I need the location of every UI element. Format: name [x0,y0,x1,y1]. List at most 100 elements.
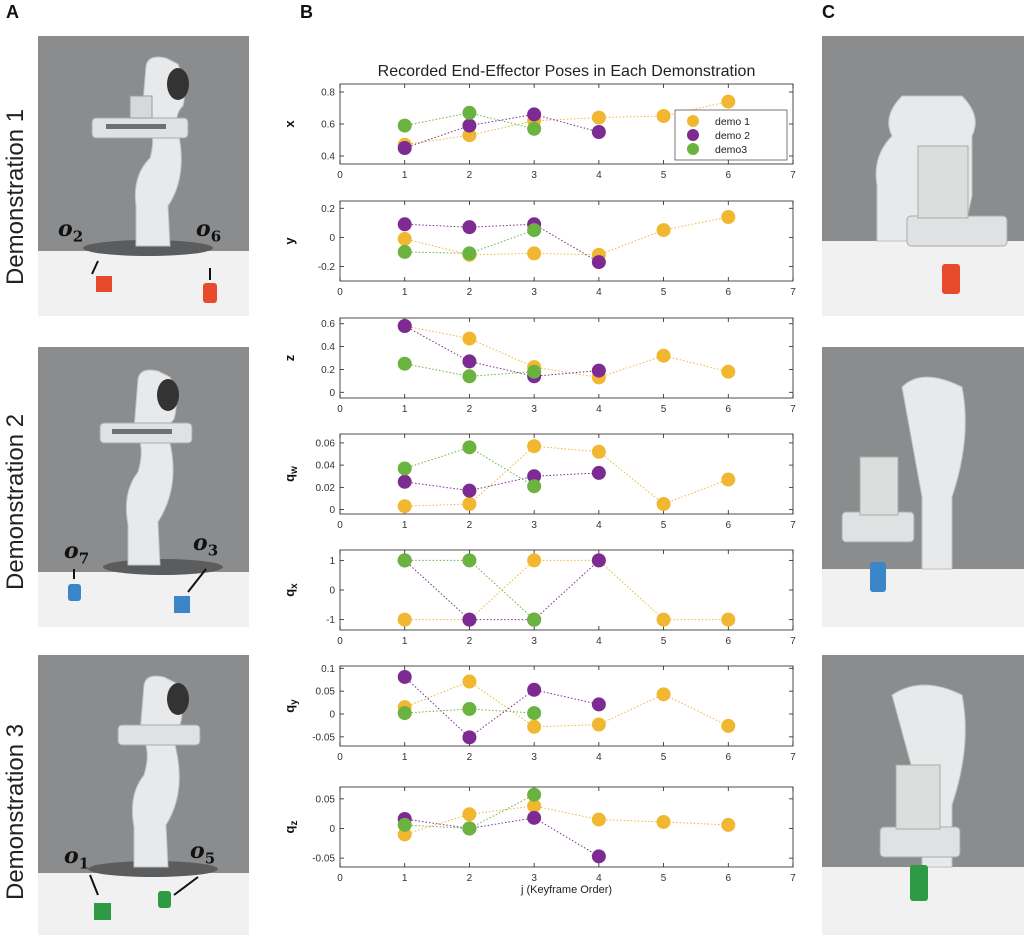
data-point-demo-2 [527,469,542,484]
x-tick-label: 2 [467,170,473,181]
series-line-demo-1 [404,559,729,621]
x-tick-label: 3 [531,636,537,647]
y-tick-label: 0.2 [321,365,335,376]
data-point-demo-2 [527,810,542,825]
data-point-demo-2 [527,107,542,122]
data-point-demo-1 [591,110,606,125]
x-tick-label: 1 [402,636,408,647]
subplot-axes [339,317,794,399]
data-point-demo3 [462,440,477,455]
x-tick-label: 4 [596,404,602,415]
data-point-demo3 [397,356,412,371]
y-tick-label: -0.2 [318,262,336,273]
series-line-demo3 [404,112,535,130]
photo-demo-2-start [38,347,249,627]
x-tick-label: 0 [337,873,343,884]
x-tick-label: 1 [402,287,408,298]
data-point-demo3 [397,244,412,259]
object-label-o1: o1 [64,843,90,873]
legend-label: demo 1 [715,116,750,128]
x-tick-label: 7 [790,170,796,181]
data-point-demo-1 [591,717,606,732]
series-line-demo3 [404,708,535,714]
data-point-demo-2 [591,125,606,139]
data-point-demo3 [462,701,477,716]
x-tick-label: 0 [337,170,343,181]
series-line-demo-2 [404,472,599,492]
data-point-demo-1 [462,128,477,143]
data-point-demo-1 [462,331,477,346]
y-tick-label: 0 [329,824,335,835]
series-line-demo-1 [404,805,729,835]
data-point-demo-1 [397,612,412,627]
photo-demo-3-start [38,655,249,935]
data-point-demo3 [527,121,542,136]
x-tick-label: 6 [726,170,732,181]
legend-marker [687,129,699,141]
x-tick-label: 0 [337,520,343,531]
data-point-demo-1 [721,472,736,487]
data-point-demo3 [462,553,477,568]
x-tick-label: 2 [467,752,473,763]
x-tick-label: 7 [790,636,796,647]
data-point-demo3 [397,553,412,568]
demo-label-3: Demonstration 3 [2,723,29,900]
x-tick-label: 1 [402,873,408,884]
x-tick-label: 0 [337,287,343,298]
data-point-demo-2 [462,483,477,498]
x-tick-label: 7 [790,752,796,763]
y-tick-label: 0 [329,388,335,399]
x-tick-label: 3 [531,287,537,298]
y-tick-label: 1 [329,556,335,567]
data-point-demo3 [462,821,477,836]
y-tick-label: 0.8 [321,88,335,99]
data-point-demo3 [527,787,542,802]
data-point-demo-1 [462,807,477,822]
data-point-demo-1 [591,444,606,459]
data-point-demo-2 [591,363,606,378]
y-tick-label: 0.06 [316,438,336,449]
cube-object [174,596,190,613]
x-tick-label: 7 [790,873,796,884]
photo-demo-2-end [822,347,1024,627]
data-point-demo3 [462,369,477,384]
x-tick-label: 2 [467,520,473,531]
x-tick-label: 7 [790,520,796,531]
object-label-o3: o3 [193,530,219,560]
x-tick-label: 2 [467,636,473,647]
y-tick-label: 0 [329,233,335,244]
legend-marker [687,115,699,127]
data-point-demo3 [527,612,542,627]
y-tick-label: 0.2 [321,204,335,215]
y-tick-label: 0.6 [321,319,335,330]
series-line-demo3 [404,363,535,377]
y-axis-label: y [282,237,297,245]
data-point-demo-1 [721,364,736,379]
data-point-demo-1 [656,687,671,702]
x-tick-label: 6 [726,752,732,763]
data-point-demo-1 [462,674,477,689]
y-tick-label: -1 [326,615,335,626]
x-tick-label: 3 [531,404,537,415]
data-point-demo-2 [591,849,606,864]
series-line-demo3 [404,229,535,254]
x-tick-label: 3 [531,520,537,531]
x-tick-label: 5 [661,170,667,181]
y-axis-label-subscript: y [289,699,300,705]
y-tick-label: 0.05 [316,794,336,805]
data-point-demo-2 [462,354,477,369]
data-point-demo-2 [462,118,477,133]
data-point-demo-2 [527,682,542,697]
data-point-demo-1 [462,497,477,511]
series-line-demo-2 [404,817,600,857]
data-point-demo3 [462,246,477,261]
arrow-icon [187,568,207,593]
y-tick-label: 0.05 [316,687,336,698]
y-axis-label: qy [282,699,300,713]
x-tick-label: 5 [661,520,667,531]
data-point-demo-2 [462,730,477,745]
y-tick-label: 0.04 [316,461,336,472]
y-tick-label: 0.02 [316,483,336,494]
y-tick-label: 0.4 [321,342,335,353]
x-tick-label: 0 [337,404,343,415]
